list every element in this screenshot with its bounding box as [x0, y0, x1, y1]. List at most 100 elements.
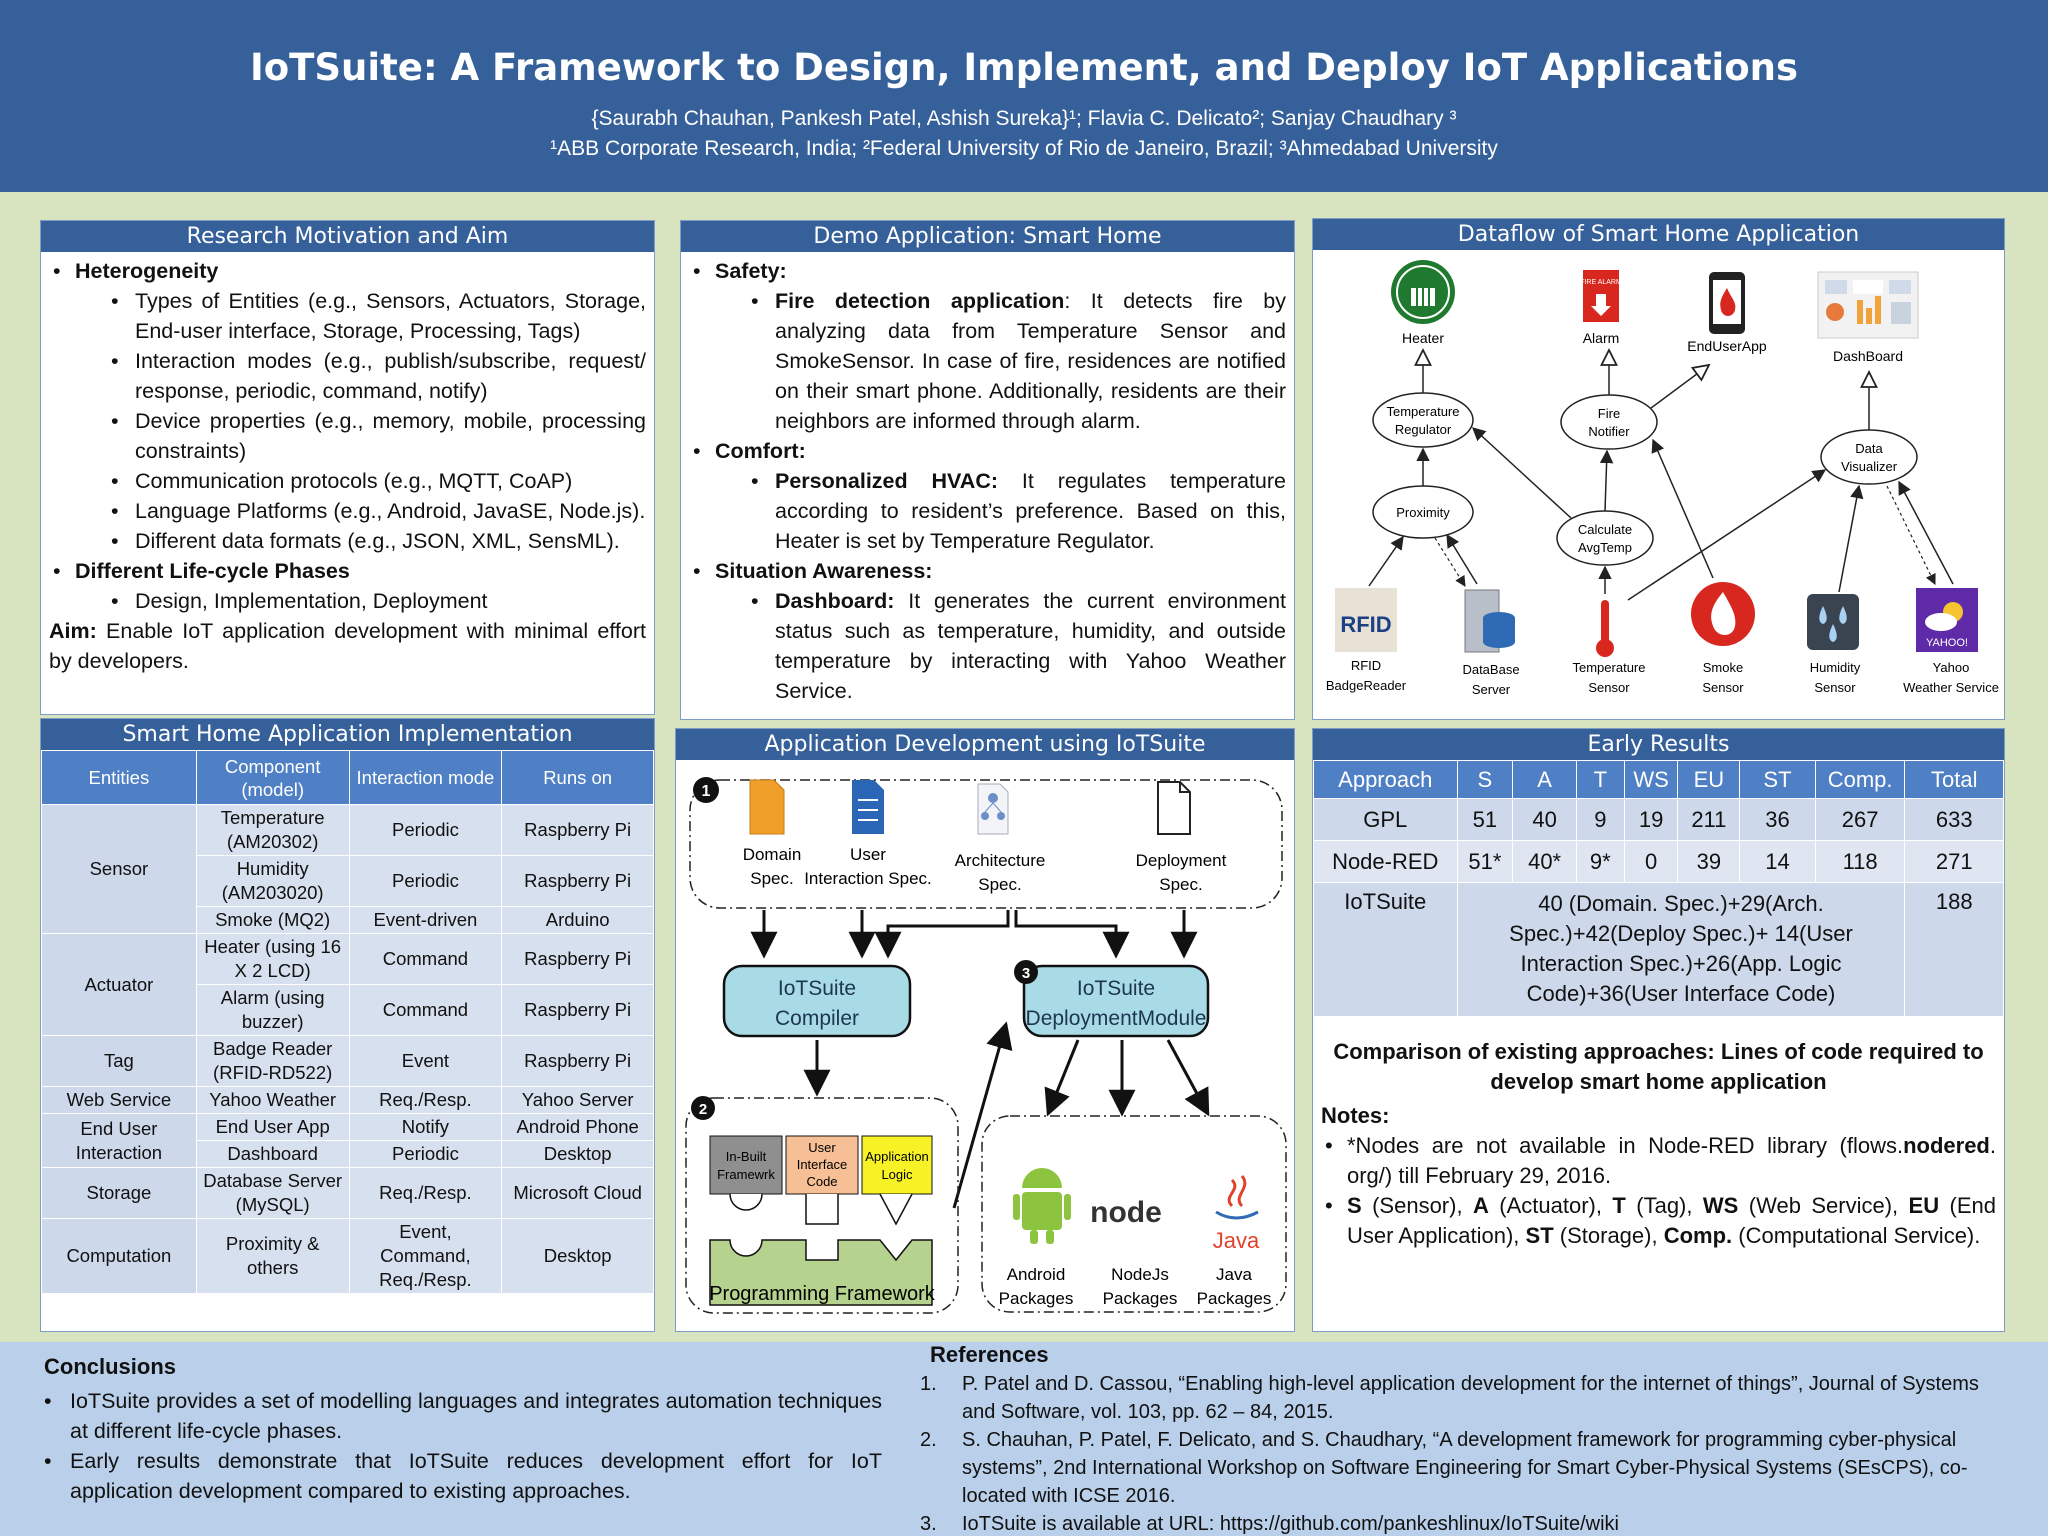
entity-cell: Actuator — [41, 933, 197, 1036]
rfid-label: RFID — [1351, 658, 1381, 673]
table-cell: Humidity (AM203020) — [195, 855, 350, 907]
results-notes: Notes: *Nodes are not available in Node-… — [1313, 1097, 2004, 1251]
table-cell: Raspberry Pi — [501, 984, 654, 1036]
poster-affiliations: ¹ABB Corporate Research, India; ²Federal… — [550, 137, 1498, 160]
table-cell: Yahoo Server — [501, 1086, 654, 1114]
table-cell: 633 — [1904, 798, 2004, 841]
table-header: Entities — [41, 750, 197, 805]
yahoo-label: Weather Service — [1903, 680, 1999, 695]
user-spec-label: User — [850, 845, 886, 864]
architecture-spec-icon — [977, 783, 1009, 835]
situation-sublist: Dashboard: It generates the current envi… — [715, 586, 1286, 706]
table-header: Runs on — [501, 750, 654, 805]
fire-notifier-label: Notifier — [1588, 424, 1630, 439]
arrow-framework-depmod — [952, 1021, 1013, 1209]
table-row: Tag Badge Reader (RFID-RD522) Event Rasp… — [41, 1035, 654, 1087]
table-cell: Database Server (MySQL) — [195, 1167, 350, 1219]
table-cell: 40 (Domain. Spec.)+29(Arch. Spec.)+42(De… — [1456, 882, 1906, 1017]
framework-group-box — [685, 1097, 959, 1314]
note-item: S (Sensor), A (Actuator), T (Tag), WS (W… — [1321, 1191, 1996, 1251]
table-cell: Raspberry Pi — [501, 1035, 654, 1087]
table-cell: Notify — [348, 1113, 503, 1141]
reference-item: 2.S. Chauhan, P. Patel, F. Delicato, and… — [920, 1426, 1990, 1510]
data-visualizer-node — [1820, 429, 1918, 485]
fire-detection-item: Fire detection application: It detects f… — [715, 286, 1286, 436]
compiler-label: Compiler — [775, 1007, 859, 1030]
reference-number: 1. — [920, 1373, 937, 1395]
table-row: IoTSuite 40 (Domain. Spec.)+29(Arch. Spe… — [1313, 882, 2004, 1017]
table-cell: 9* — [1575, 840, 1625, 883]
arrow-depmod-android — [1044, 1039, 1080, 1117]
step-1-number: 1 — [702, 783, 711, 800]
depmod-label: IoTSuite — [1077, 977, 1155, 1000]
architecture-spec-label: Architecture — [955, 851, 1046, 870]
motivation-subitem: Device properties (e.g., memory, mobile,… — [75, 406, 646, 466]
ui-code-label: Code — [806, 1174, 837, 1189]
table-cell: 40 — [1512, 798, 1577, 841]
abbr-def: (Actuator), — [1488, 1193, 1613, 1218]
table-header: Interaction mode — [348, 750, 503, 805]
ui-code-label: User — [808, 1140, 836, 1155]
implementation-panel: Smart Home Application Implementation En… — [40, 718, 655, 1332]
table-cell: Arduino — [501, 906, 654, 934]
conclusion-item: IoTSuite provides a set of modelling lan… — [40, 1386, 882, 1446]
entity-cell: Sensor — [41, 804, 197, 934]
demo-panel: Demo Application: Smart Home Safety: Fir… — [680, 220, 1295, 720]
dataflow-diagram: Heater FIRE ALARM Alarm EndUserApp DashB… — [1326, 260, 1999, 697]
table-cell: 0 — [1623, 840, 1679, 883]
temp-sensor-label: Sensor — [1588, 680, 1630, 695]
edge-notifier-enduserapp — [1650, 365, 1709, 409]
table-cell: 51* — [1456, 840, 1514, 883]
implementation-title: Smart Home Application Implementation — [41, 719, 654, 750]
spec-group-box — [689, 779, 1283, 909]
motivation-title: Research Motivation and Aim — [41, 221, 654, 252]
table-cell: Heater (using 16 X 2 LCD) — [195, 933, 350, 985]
results-header: WS — [1623, 760, 1679, 799]
table-cell: Yahoo Weather — [195, 1086, 350, 1114]
table-cell: 9 — [1575, 798, 1625, 841]
note-bold: nodered — [1903, 1133, 1990, 1158]
table-cell: Periodic — [348, 855, 503, 907]
appdev-panel: Application Development using IoTSuite 1… — [675, 728, 1295, 1332]
edge-rfid-proximity — [1368, 535, 1404, 587]
results-header: A — [1512, 760, 1577, 799]
comfort-sublist: Personalized HVAC: It regulates temperat… — [715, 466, 1286, 556]
table-cell: 40* — [1512, 840, 1577, 883]
fire-notifier-label: Fire — [1598, 406, 1620, 421]
java-label: Packages — [1197, 1289, 1272, 1308]
entity-cell: End User Interaction — [41, 1113, 197, 1168]
yahoo-logo: YAHOO! — [1926, 637, 1968, 649]
reference-item: 1. P. Patel and D. Cassou, “Enabling hig… — [920, 1370, 1990, 1426]
notes-list: *Nodes are not available in Node-RED lib… — [1321, 1131, 1996, 1251]
user-interface-code-box — [785, 1135, 859, 1195]
safety-item: Safety: Fire detection application: It d… — [689, 256, 1286, 436]
bottom-band: Conclusions IoTSuite provides a set of m… — [0, 1342, 2048, 1536]
entity-cell: Web Service — [41, 1086, 197, 1114]
appdev-diagram: 1 Domain Spec. User Interaction Spec. Ar… — [685, 777, 1287, 1314]
table-cell: Dashboard — [195, 1140, 350, 1168]
demo-title: Demo Application: Smart Home — [681, 221, 1294, 252]
deployment-spec-icon — [1157, 781, 1191, 835]
heterogeneity-sublist: Types of Entities (e.g., Sensors, Actuat… — [75, 286, 646, 556]
abbr-def: (End User Application), — [1347, 1193, 1996, 1248]
motivation-panel: Research Motivation and Aim Heterogeneit… — [40, 220, 655, 715]
edge-smoke-notifier — [1651, 438, 1714, 579]
results-panel: Early Results Approach S A T WS EU ST Co… — [1312, 728, 2005, 1332]
calc-avgtemp-label: Calculate — [1578, 522, 1632, 537]
table-row: Actuator Heater (using 16 X 2 LCD) Comma… — [41, 933, 654, 1036]
smoke-icon — [1691, 582, 1755, 646]
results-header: Comp. — [1814, 760, 1906, 799]
arrow-spec-compiler-3 — [874, 910, 1010, 959]
implementation-table: Entities Component (model) Interaction m… — [41, 750, 654, 1294]
note-text: . org/) till February 29, 2016. — [1347, 1133, 1996, 1188]
dashboard-icon — [1817, 271, 1919, 339]
temp-regulator-node — [1372, 392, 1474, 448]
edge-visualizer-yahoo — [1886, 485, 1936, 585]
proximity-label: Proximity — [1396, 505, 1450, 520]
edge-yahoo-visualizer — [1898, 480, 1954, 585]
table-row: Sensor Temperature (AM20302) Periodic Ra… — [41, 804, 654, 934]
android-icon — [1013, 1168, 1071, 1244]
java-label: Java — [1216, 1265, 1252, 1284]
dataflow-panel: Dataflow of Smart Home Application Heate… — [1312, 218, 2005, 720]
inbuilt-label: Framewrk — [717, 1167, 775, 1182]
